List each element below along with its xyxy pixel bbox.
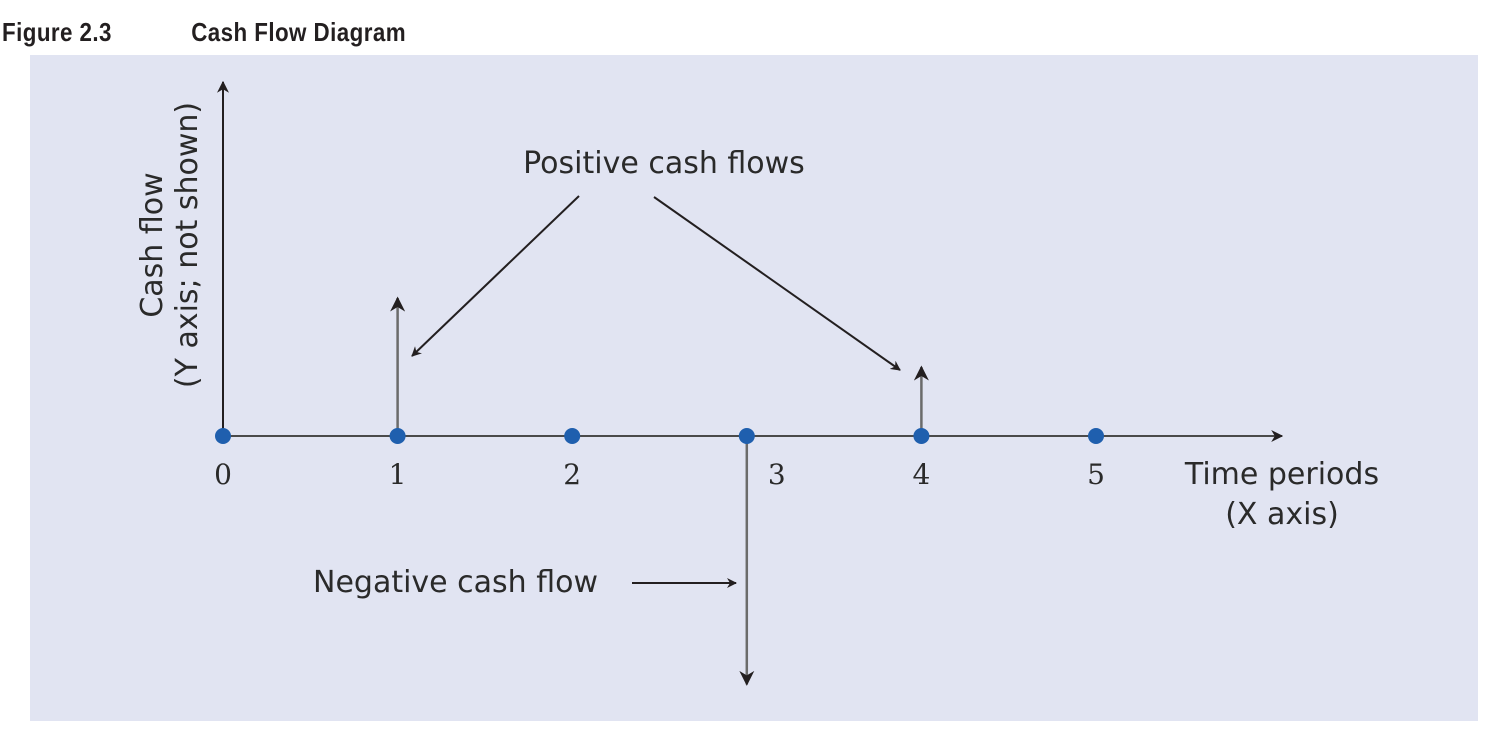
period-point-2: [564, 428, 581, 444]
x-axis-label-line1: Time periods: [1184, 457, 1379, 492]
period-label-0: 0: [214, 458, 232, 491]
period-point-4: [913, 428, 930, 444]
period-label-2: 2: [563, 458, 581, 491]
x-axis-label-line2: (X axis): [1225, 497, 1339, 532]
figure-title: Cash Flow Diagram: [191, 17, 407, 47]
figure-number: Figure 2.3: [2, 17, 112, 47]
period-point-1: [389, 428, 406, 444]
diagram-panel: [30, 55, 1478, 721]
period-label-1: 1: [389, 458, 407, 491]
positive-cash-flows-label: Positive cash flows: [523, 146, 805, 181]
period-point-3: [738, 428, 755, 444]
period-label-4: 4: [912, 458, 930, 491]
period-point-5: [1088, 428, 1104, 444]
y-axis-label-line2: (Y axis; not shown): [170, 102, 205, 388]
positive-pointer-arrow-right: [653, 196, 901, 371]
negative-cash-flow-label: Negative cash flow: [313, 565, 598, 600]
period-point-0: [215, 428, 231, 444]
y-axis-label-line1: Cash flow: [135, 172, 170, 317]
period-label-3: 3: [768, 458, 786, 491]
positive-pointer-arrow-left: [411, 195, 580, 357]
period-label-5: 5: [1087, 458, 1105, 491]
figure-caption: Figure 2.3 Cash Flow Diagram: [2, 17, 406, 48]
